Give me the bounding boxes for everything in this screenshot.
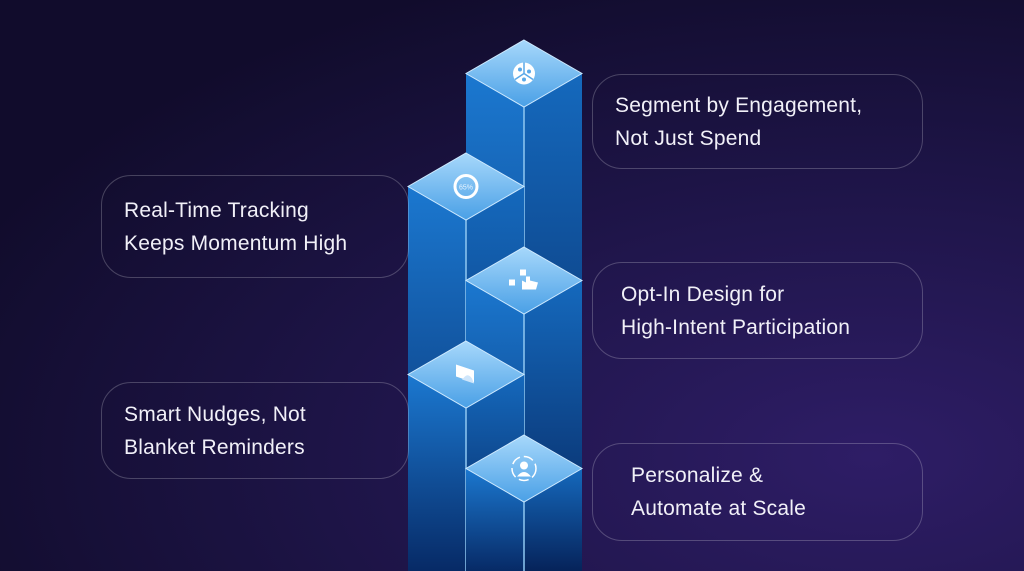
- progress-value: 65%: [459, 185, 473, 192]
- pillar-top: [465, 246, 583, 315]
- card-line: Blanket Reminders: [124, 435, 305, 459]
- pie-users-icon: [513, 62, 535, 85]
- card-line: Keeps Momentum High: [124, 231, 348, 255]
- card-line: Smart Nudges, Not: [124, 402, 306, 426]
- card-segment: Segment by Engagement, Not Just Spend: [592, 74, 923, 169]
- card-opt-in: Opt-In Design for High-Intent Participat…: [592, 262, 923, 359]
- card-line: Opt-In Design for: [621, 282, 785, 306]
- card-personalize: Personalize & Automate at Scale: [592, 443, 923, 541]
- card-nudges: Smart Nudges, Not Blanket Reminders: [101, 382, 409, 479]
- card-line: Automate at Scale: [631, 497, 806, 520]
- pillar-left-face: [408, 374, 466, 571]
- card-line: Not Just Spend: [615, 126, 762, 150]
- user-cycle-icon: [511, 455, 537, 482]
- progress-ring-icon: 65%: [453, 174, 479, 199]
- pillar-5: [465, 434, 583, 571]
- card-line: High-Intent Participation: [621, 315, 851, 339]
- card-line: Real-Time Tracking: [124, 198, 309, 222]
- card-line: Segment by Engagement,: [615, 93, 863, 117]
- message-bell-icon: [456, 364, 474, 384]
- card-line: Personalize &: [631, 464, 764, 487]
- card-tracking: Real-Time Tracking Keeps Momentum High: [101, 175, 409, 278]
- pillar-top: [407, 152, 525, 221]
- hand-pointer-checkbox-icon: [509, 269, 538, 290]
